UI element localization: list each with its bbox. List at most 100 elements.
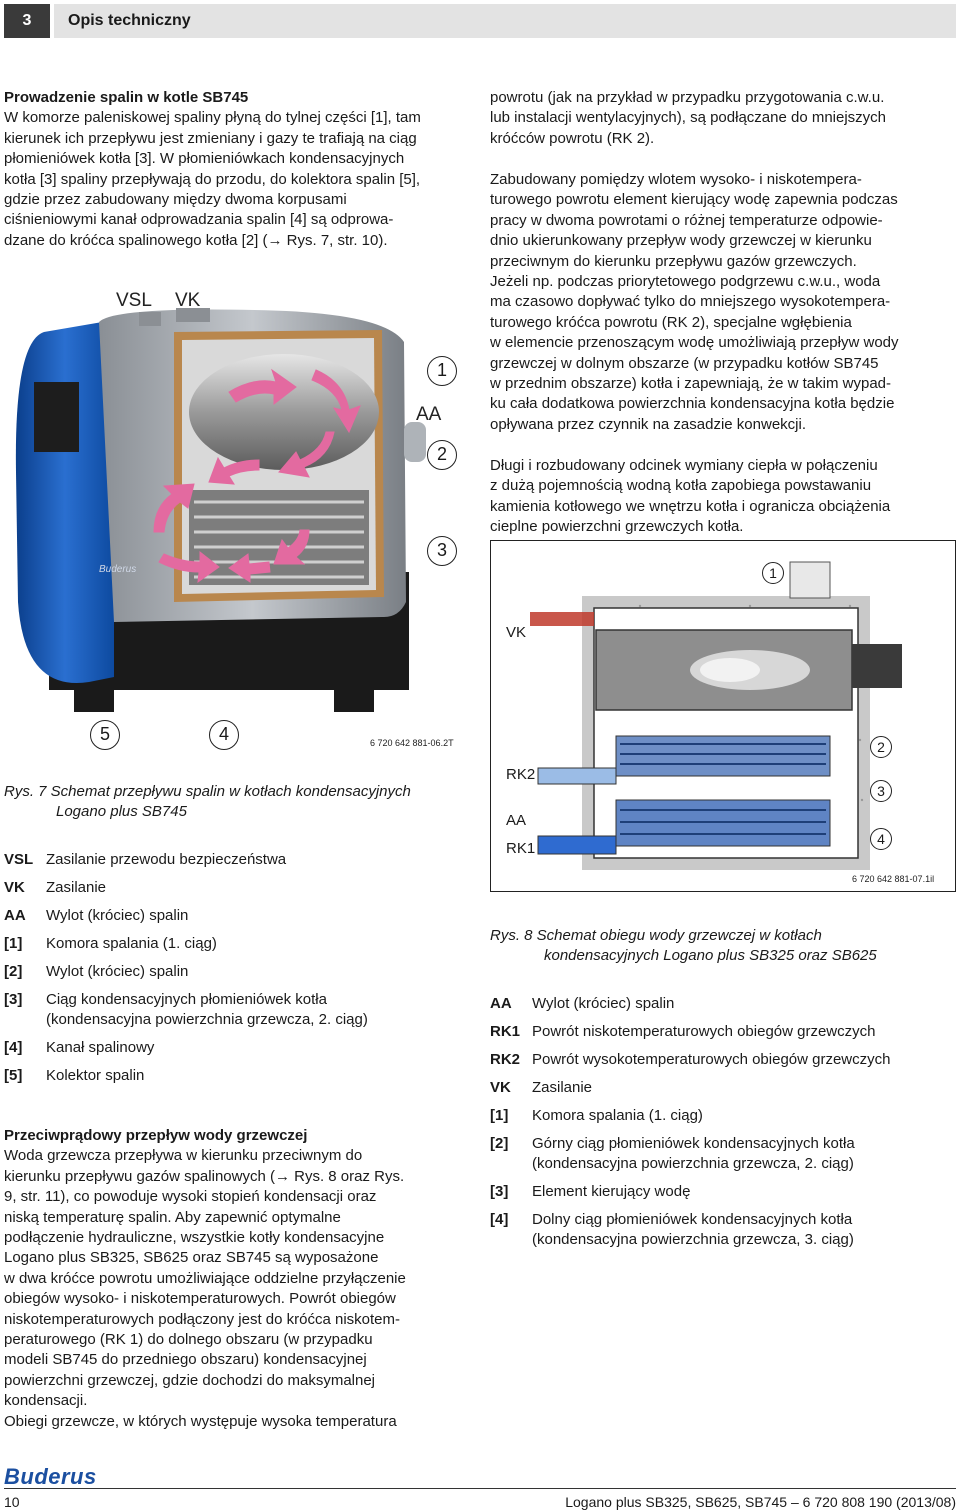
text-line: opływana przez czynnik na zasadzie konwe… [490, 415, 806, 433]
text-line: z dużą pojemnością wodną kotła zapobiega… [490, 477, 872, 495]
caption-line: Rys. 8 Schemat obiegu wody grzewczej w k… [490, 927, 822, 944]
label-aa: AA [416, 404, 442, 425]
text-line: Długi i rozbudowany odcinek wymiany ciep… [490, 457, 878, 474]
buderus-logo: Buderus [4, 1464, 97, 1489]
text-line: dnio ukierunkowany przepływ wody grzewcz… [490, 232, 872, 250]
svg-text:Buderus: Buderus [99, 564, 136, 575]
text-line: ku cała dodatkowa powierzchnia kondensac… [490, 395, 895, 413]
footer-divider [4, 1488, 956, 1489]
right-section-3: Długi i rozbudowany odcinek wymiany ciep… [490, 456, 956, 538]
legend-text: Wylot (króciec) spalin [532, 995, 675, 1012]
marker-1: 1 [427, 356, 457, 386]
legend-text: Zasilanie [46, 879, 107, 896]
text-line: Zabudowany pomiędzy wlotem wysoko- i nis… [490, 171, 862, 188]
text-line: pracy w dwoma powrotami o różnej tempera… [490, 211, 883, 229]
legend-text: Wylot (króciec) spalin [46, 963, 189, 980]
text-line: grzewczej w dolnym obszarze (w przypadku… [490, 354, 879, 372]
text-line: 9, str. 11), co powoduje wysoki stopień … [4, 1188, 377, 1206]
chapter-title: Opis techniczny [54, 4, 956, 38]
caption-line: Logano plus SB745 [56, 803, 187, 820]
legend-key: [1] [490, 1107, 509, 1124]
figure-7: Buderus VSL VK 1 AA 2 3 5 4 6 720 642 88… [4, 272, 472, 752]
text-line: Obiegi grzewcze, w których występuje wys… [4, 1412, 397, 1430]
page-number: 10 [4, 1494, 20, 1510]
legend-key: AA [490, 995, 512, 1012]
marker-2: 2 [870, 736, 892, 758]
text-line: dzane do króćca spalinowego kotła [2] (→… [4, 231, 388, 249]
text-line: w przednim obszarze) kotła i zapewniają,… [490, 375, 891, 393]
legend-row: [4]Dolny ciąg płomieniówek kondensacyjny… [490, 1210, 956, 1250]
text-line: płomieniówek kotła [3]. W płomieniówkach… [4, 150, 405, 168]
legend-key: AA [4, 907, 26, 924]
text-line: Jeżeli np. podczas priorytetowego podgrz… [490, 273, 881, 291]
text-line: kierunku przepływu gazów spalinowych (→ … [4, 1167, 405, 1185]
label-aa: AA [506, 812, 527, 829]
legend-key: [3] [490, 1183, 509, 1200]
legend-key: VK [4, 879, 25, 896]
legend-row: VK Zasilanie [4, 878, 474, 898]
text-line: turowego powrotu element kierujący wodę … [490, 191, 898, 209]
text-line: Logano plus SB325, SB625 oraz SB745 są w… [4, 1249, 379, 1267]
marker-3: 3 [870, 780, 892, 802]
legend-key: [5] [4, 1067, 23, 1084]
text-line: niską temperaturę spalin. Aby zapewnić o… [4, 1208, 341, 1226]
figure-code: 6 720 642 881-06.2T [370, 738, 454, 748]
text-line: powrotu (jak na przykład w przypadku prz… [490, 89, 885, 106]
text-line: kierunek ich przepływu jest zmieniany i … [4, 129, 417, 147]
label-rk2: RK2 [506, 766, 536, 783]
legend-row: AA Wylot (króciec) spalin [4, 906, 474, 926]
legend-key: RK2 [490, 1051, 521, 1068]
label-vsl: VSL [116, 290, 152, 311]
marker-3: 3 [427, 536, 457, 566]
text-line: obiegów wysoko- i niskotemperaturowych. … [4, 1290, 396, 1308]
legend-text: Kanał spalinowy [46, 1039, 155, 1056]
legend-row: [2]Wylot (króciec) spalin [4, 962, 474, 982]
text-line: w dwa króćce powrotu umożliwiające oddzi… [4, 1269, 406, 1287]
legend-row: RK2 Powrót wysokotemperaturowych obiegów … [490, 1050, 956, 1070]
marker-2: 2 [427, 440, 457, 470]
label-rk1: RK1 [506, 840, 536, 857]
document-reference: Logano plus SB325, SB625, SB745 – 6 720 … [565, 1494, 956, 1510]
text-line: przeciwnym do kierunku przepływu gazów g… [490, 252, 857, 270]
label-vk: VK [175, 290, 201, 311]
legend-row: AA Wylot (króciec) spalin [490, 994, 956, 1014]
text-line: gdzie przez zabudowany między dwoma korp… [4, 191, 347, 209]
legend-text: Komora spalania (1. ciąg) [532, 1107, 703, 1124]
legend-row: [3]Ciąg kondensacyjnych płomieniówek kot… [4, 990, 474, 1030]
legend-text: Górny ciąg płomieniówek kondensacyjnych … [532, 1135, 855, 1172]
legend-text: Zasilanie przewodu bezpieczeństwa [46, 851, 287, 868]
text-line: kamienia kotłowego we wnętrzu kotła i og… [490, 497, 891, 515]
text-line: powierzchni grzewczej, gdzie dochodzi do… [4, 1371, 376, 1389]
left-section-2: Przeciwprądowy przepływ wody grzewczej W… [4, 1126, 474, 1432]
caption-line: kondensacyjnych Logano plus SB325 oraz S… [544, 947, 877, 964]
caption-line: Rys. 7 Schemat przepływu spalin w kotłac… [4, 783, 411, 800]
legend-key: [2] [490, 1135, 509, 1152]
legend-text: Komora spalania (1. ciąg) [46, 935, 217, 952]
text-line: kotła [3] spaliny przepływają do przodu,… [4, 170, 421, 188]
legend-row: [1] Komora spalania (1. ciąg) [490, 1106, 956, 1126]
legend-row: [2] Górny ciąg płomieniówek kondensacyjny… [490, 1134, 956, 1174]
legend-text: Zasilanie [532, 1079, 593, 1096]
figure-8-caption: Rys. 8 Schemat obiegu wody grzewczej w k… [490, 926, 956, 966]
text-line: peraturowego (RK 1) do dolnego obszaru (… [4, 1331, 373, 1349]
legend-text: Powrót wysokotemperaturowych obiegów grz… [532, 1051, 891, 1068]
legend-key: VK [490, 1079, 511, 1096]
legend-row: [5] Kolektor spalin [4, 1066, 474, 1086]
legend-text: Dolny ciąg płomieniówek kondensacyjnych … [532, 1211, 854, 1248]
para-flue-gas: W komorze paleniskowej spaliny płyną do … [4, 108, 474, 251]
legend-row: [4]Kanał spalinowy [4, 1038, 474, 1058]
legend-text: Powrót niskotemperaturowych obiegów grze… [532, 1023, 876, 1040]
figure-7-caption: Rys. 7 Schemat przepływu spalin w kotłac… [4, 782, 474, 822]
legend-text: Element kierujący wodę [532, 1183, 691, 1200]
text-line: niskotemperaturowych podłączony jest do … [4, 1310, 401, 1328]
legend-text: Kolektor spalin [46, 1067, 145, 1084]
legend-text: Wylot (króciec) spalin [46, 907, 189, 924]
heading-flue-gas-flow: Prowadzenie spalin w kotle SB745 [4, 89, 249, 106]
text-line: w elemencie przenoszącym wodę umożliwiaj… [490, 334, 899, 352]
figure-8: 1 VK 2 RK2 3 AA 4 RK1 6 720 642 881-07.1… [490, 540, 956, 892]
marker-1: 1 [762, 562, 784, 584]
text-line: kondensacji. [4, 1392, 88, 1410]
